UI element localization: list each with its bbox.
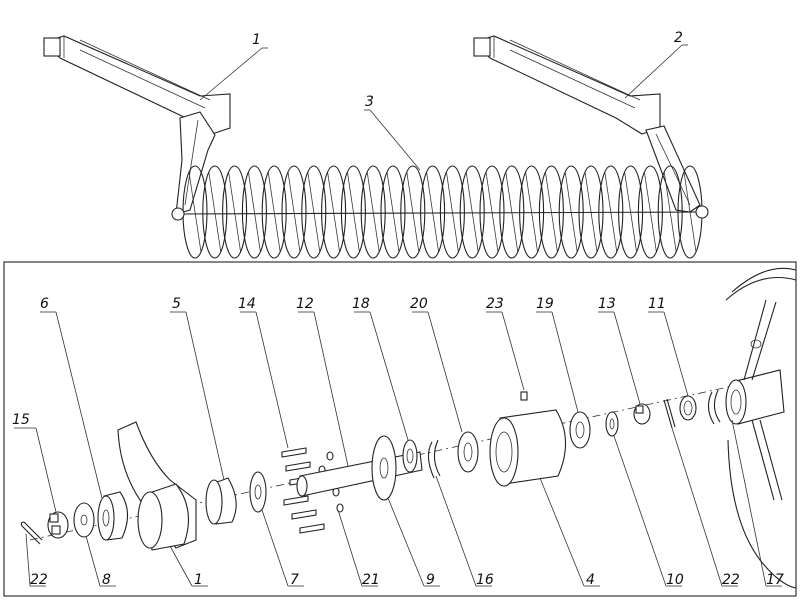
spiral-coil — [241, 165, 267, 259]
label-13: 13 — [598, 296, 616, 312]
label-5: 5 — [172, 296, 181, 312]
spiral-coil — [519, 165, 545, 259]
spiral-spoke — [248, 171, 261, 253]
spiral-spoke — [406, 171, 420, 253]
spiral-coil — [301, 165, 327, 259]
spiral-spoke — [188, 171, 202, 253]
spiral-coil — [321, 165, 347, 259]
spiral-coil — [439, 165, 465, 259]
top-label-3: 3 — [365, 94, 374, 110]
bearing-20 — [457, 431, 479, 473]
label-11: 11 — [648, 296, 666, 312]
leader-lines — [14, 311, 782, 587]
label-7: 7 — [290, 572, 299, 588]
label-17: 17 — [766, 572, 784, 588]
roller-assembly-view: 1 2 3 — [42, 30, 709, 259]
spiral-coil — [222, 165, 248, 259]
grease-fitting — [520, 391, 528, 401]
label-8: 8 — [102, 572, 111, 588]
flange-9 — [371, 435, 397, 501]
cotter-pin-right — [663, 398, 676, 429]
castle-nut — [47, 511, 69, 539]
label-16: 16 — [476, 572, 494, 588]
top-label-2: 2 — [674, 30, 683, 46]
spiral-spoke — [505, 171, 519, 253]
spiral-spoke — [386, 171, 400, 253]
washer-10 — [605, 411, 619, 437]
label-9: 9 — [426, 572, 435, 588]
bolt — [281, 447, 307, 458]
roller-wheel — [725, 267, 797, 589]
castle-nut-13 — [633, 403, 651, 425]
spiral-spoke — [545, 171, 558, 253]
washer-8 — [73, 502, 95, 538]
spiral-spoke — [347, 171, 360, 253]
label-14: 14 — [238, 296, 256, 312]
spiral-spoke — [228, 171, 241, 253]
label-22-left: 22 — [30, 572, 48, 588]
bushing-6 — [97, 491, 129, 541]
label-4: 4 — [586, 572, 595, 588]
bearing-18 — [402, 439, 418, 473]
spiral-coil — [202, 165, 228, 259]
label-19: 19 — [536, 296, 554, 312]
washer-7 — [249, 471, 267, 513]
spiral-coil — [340, 165, 366, 259]
label-23: 23 — [486, 296, 504, 312]
cotter-pin-left — [20, 521, 43, 545]
spiral-spoke — [327, 171, 340, 253]
label-18: 18 — [352, 296, 370, 312]
spiral-spoke — [485, 171, 499, 253]
exploded-detail-view: 15 6 5 14 12 18 20 23 19 13 11 22 8 1 7 … — [12, 267, 797, 589]
spiral-coil — [360, 165, 386, 259]
hub-housing — [489, 409, 567, 487]
label-15: 15 — [12, 412, 30, 428]
label-22-right: 22 — [722, 572, 740, 588]
circlip-16 — [427, 439, 441, 479]
top-label-1: 1 — [252, 32, 261, 48]
label-20: 20 — [410, 296, 428, 312]
spiral-spoke — [208, 171, 222, 253]
circlip-right — [707, 389, 721, 425]
spiral-spoke — [465, 171, 479, 253]
spiral-spoke — [287, 171, 301, 253]
spiral-coil — [400, 165, 426, 259]
spiral-coil — [499, 165, 525, 259]
bolt — [291, 509, 317, 520]
spiral-spoke — [446, 171, 459, 253]
spiral-spoke — [426, 171, 439, 253]
bearing-19 — [569, 411, 591, 449]
cone-5 — [205, 477, 237, 525]
cap-11 — [679, 395, 697, 421]
spiral-spoke — [366, 171, 380, 253]
bolt — [285, 461, 311, 472]
spiral-coil — [261, 165, 287, 259]
label-6: 6 — [40, 296, 49, 312]
spiral-coil — [479, 165, 505, 259]
spiral-coil — [281, 165, 307, 259]
spiral-spoke — [525, 171, 538, 253]
roller-axle — [171, 205, 709, 221]
bolt — [283, 495, 309, 506]
spiral-spoke — [307, 171, 321, 253]
detail-frame — [3, 261, 797, 597]
bracket-plate — [117, 421, 197, 551]
label-21: 21 — [362, 572, 380, 588]
spiral-coil — [420, 165, 446, 259]
left-frame-arm — [42, 35, 231, 215]
bolt — [299, 523, 325, 534]
label-12: 12 — [296, 296, 314, 312]
label-10: 10 — [666, 572, 684, 588]
bolts-14 — [281, 447, 325, 534]
label-1-detail: 1 — [194, 572, 203, 588]
spiral-coil — [380, 165, 406, 259]
spiral-coil — [459, 165, 485, 259]
spiral-spoke — [267, 171, 281, 253]
